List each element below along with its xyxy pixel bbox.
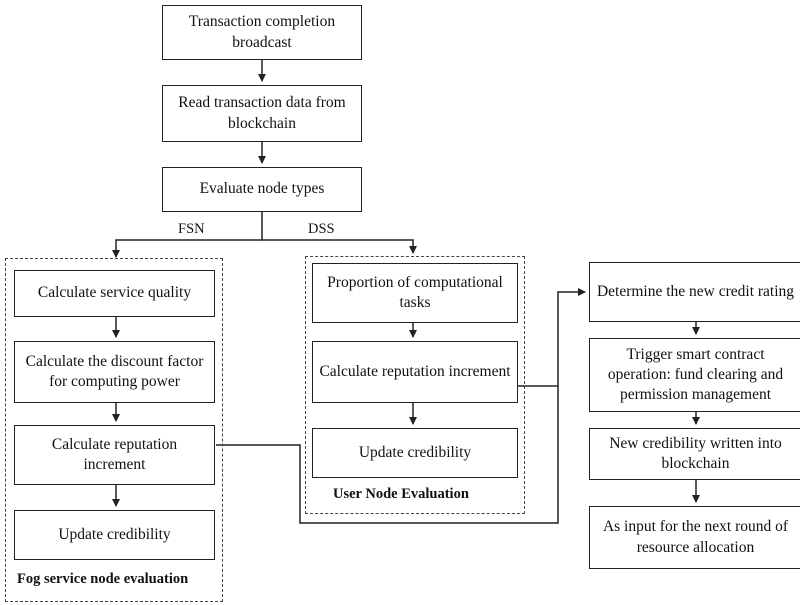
fog-step-service-quality: Calculate service quality [14,270,215,317]
branch-label-dss: DSS [308,221,335,237]
fog-evaluation-group [5,258,223,602]
branch-label-fsn: FSN [178,221,205,237]
fog-to-result-line [216,386,559,524]
fog-step-reputation: Calculate reputation increment [14,425,215,485]
fog-group-title: Fog service node evaluation [17,571,189,587]
user-group-title: User Node Evaluation [333,486,469,502]
fog-step-update-credibility: Update credibility [14,510,215,560]
result-step-next-round: As input for the next round of resource … [589,506,800,569]
result-step-smart-contract: Trigger smart contract operation: fund c… [589,338,800,412]
user-step-proportion: Proportion of computational tasks [312,263,518,323]
broadcast-box: Transaction completion broadcast [162,5,362,60]
read-blockchain-box: Read transaction data from blockchain [162,85,362,142]
result-step-credit-rating: Determine the new credit rating [589,262,800,322]
split-line [112,212,263,258]
user-step-reputation: Calculate reputation increment [312,341,518,403]
split-line-dss [262,239,417,254]
user-evaluation-group [305,256,525,514]
result-step-written-blockchain: New credibility written into blockchain [589,428,800,480]
user-step-update-credibility: Update credibility [312,428,518,478]
arrow-to-credit-rating [557,288,586,386]
evaluate-node-types-box: Evaluate node types [162,167,362,212]
fog-step-discount-factor: Calculate the discount factor for comput… [14,341,215,403]
